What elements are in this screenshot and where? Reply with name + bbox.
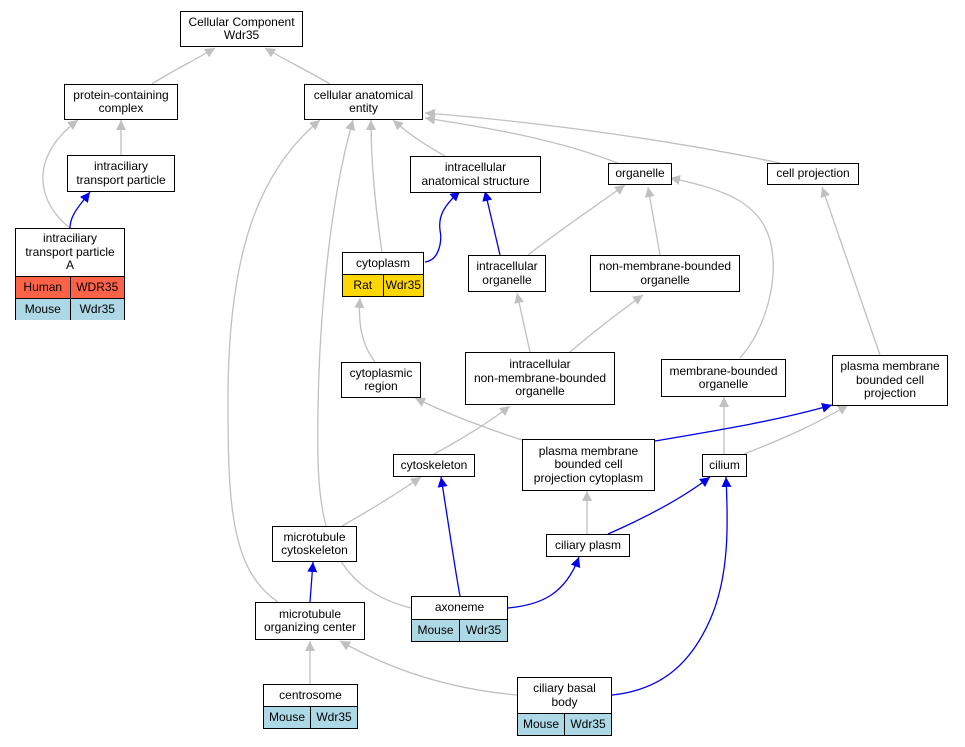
node-cilium[interactable]: cilium [702,454,747,477]
node-cytoplasm[interactable]: cytoplasm Rat Wdr35 [342,252,424,297]
edge-io-to-organelle [527,184,626,256]
edge-nmbo-to-organelle [644,186,661,256]
node-label: cytoskeleton [400,457,468,472]
edge-organelle-to-anatomical-entity [424,114,621,165]
species-cell: Mouse [264,707,311,728]
node-label: ciliary basal body [533,681,596,709]
edge-axoneme-to-anatomical-entity [317,119,412,609]
edge-ciliary-plasm-to-cilium [607,476,711,535]
gene-cell: Wdr35 [79,301,115,316]
node-axoneme[interactable]: axoneme Mouse Wdr35 [411,596,508,642]
node-label: ciliary plasm [554,537,621,552]
node-label: Cellular Component Wdr35 [188,14,295,42]
node-label: organelle [615,166,665,181]
node-ciliary-basal-body[interactable]: ciliary basal body Mouse Wdr35 [517,677,612,736]
node-label: microtubule organizing center [263,606,357,634]
gene-cell: Wdr35 [465,622,502,637]
gene-cell: Wdr35 [570,716,606,731]
node-protein-containing-complex[interactable]: protein-containing complex [64,84,178,120]
node-microtubule-cytoskeleton[interactable]: microtubule cytoskeleton [272,526,357,562]
node-intracellular-non-membrane-bounded-organelle[interactable]: intracellular non-membrane-bounded organ… [465,352,615,405]
node-label: axoneme [434,600,485,615]
edge-cell-projection-to-anatomical-entity [424,108,781,164]
node-label: non-membrane-bounded organelle [598,259,732,287]
node-label: cellular anatomical entity [313,87,414,115]
species-cell: Mouse [16,299,71,320]
edge-pmbcpc-to-cytoplasmic-region [414,397,523,441]
annotation-row: Mouse Wdr35 [518,713,611,735]
edge-inmbo-to-io [514,292,531,353]
node-label: intraciliary transport particle A [25,231,115,273]
node-plasma-membrane-bounded-cell-projection[interactable]: plasma membrane bounded cell projection [832,355,948,406]
node-label: cell projection [776,166,850,181]
node-label: membrane-bounded organelle [669,363,778,391]
node-intracellular-organelle[interactable]: intracellular organelle [468,255,546,292]
annotation-row: Human WDR35 [16,276,124,298]
edge-itp-a-to-protein-complex [42,119,79,229]
gene-cell: Wdr35 [316,709,352,724]
edge-pmbcp-to-cell-projection [820,186,881,356]
node-label: plasma membrane bounded cell projection … [533,443,644,485]
node-non-membrane-bounded-organelle[interactable]: non-membrane-bounded organelle [590,255,740,292]
node-intraciliary-transport-particle-a[interactable]: intraciliary transport particle A Human … [15,228,125,320]
edge-axoneme-to-ciliary-plasm [507,556,581,609]
node-intraciliary-transport-particle[interactable]: intraciliary transport particle [67,155,175,192]
edge-cytoplasm-to-anatomical-entity [366,119,383,253]
edge-mtcs-to-cytoskeleton [341,476,422,527]
species-cell: Human [16,277,71,298]
node-label: protein-containing complex [73,87,169,115]
node-label: cilium [709,457,740,472]
node-centrosome[interactable]: centrosome Mouse Wdr35 [263,684,358,729]
node-label: cytoplasm [355,255,411,270]
species-cell: Rat [343,275,384,296]
edge-basal-body-to-mtoc [339,640,518,696]
gene-cell: WDR35 [76,279,119,294]
node-intracellular-anatomical-structure[interactable]: intracellular anatomical structure [410,156,541,193]
edge-inmbo-to-nmbo [569,294,644,353]
edge-mtoc-to-mtcs [307,561,318,603]
edge-basal-body-to-cilium [611,476,732,696]
node-label: centrosome [279,687,342,702]
node-cytoskeleton[interactable]: cytoskeleton [393,454,475,477]
node-cellular-component-root[interactable]: Cellular Component Wdr35 [180,11,303,47]
edge-mbo-to-organelle [669,175,774,359]
edge-pmbcpc-to-pmbcp [654,402,833,442]
edge-mtoc-to-anatomical-entity [227,119,321,603]
edge-axoneme-to-cytoskeleton [437,476,461,597]
species-cell: Mouse [412,620,460,641]
node-organelle[interactable]: organelle [608,163,672,185]
node-label: intraciliary transport particle [76,159,166,187]
edge-cytoplasm-to-ias [424,190,461,263]
node-cell-projection[interactable]: cell projection [767,163,859,185]
node-ciliary-plasm[interactable]: ciliary plasm [546,534,630,557]
annotation-row: Mouse Wdr35 [412,619,507,641]
edge-cytoplasmic-region-to-cytoplasm [354,297,376,363]
edge-protein-complex-to-root [151,47,216,85]
node-label: microtubule cytoskeleton [281,529,348,557]
node-label: cytoplasmic region [349,365,413,393]
node-label: intracellular anatomical structure [421,160,530,188]
node-label: intracellular non-membrane-bounded organ… [473,357,607,399]
annotation-row: Rat Wdr35 [343,274,423,296]
node-cellular-anatomical-entity[interactable]: cellular anatomical entity [304,84,423,120]
node-label: intracellular organelle [476,259,538,287]
edge-ias-to-anatomical-entity [392,119,446,157]
annotation-row: Mouse Wdr35 [16,298,124,320]
edge-itp-a-to-itp [69,191,91,229]
edge-anatomical-entity-to-root [264,47,331,85]
node-cytoplasmic-region[interactable]: cytoplasmic region [341,362,421,398]
annotation-row: Mouse Wdr35 [264,706,357,728]
node-plasma-membrane-bounded-cell-projection-cytoplasm[interactable]: plasma membrane bounded cell projection … [522,439,655,491]
species-cell: Mouse [518,714,565,735]
edge-cytoskeleton-to-inmbo [433,405,511,455]
node-microtubule-organizing-center[interactable]: microtubule organizing center [255,602,365,640]
node-label: plasma membrane bounded cell projection [840,359,940,401]
edge-cilium-to-pmbcp [743,404,849,455]
node-membrane-bounded-organelle[interactable]: membrane-bounded organelle [661,359,786,397]
gene-cell: Wdr35 [385,277,421,292]
edge-io-to-ias [482,190,501,256]
